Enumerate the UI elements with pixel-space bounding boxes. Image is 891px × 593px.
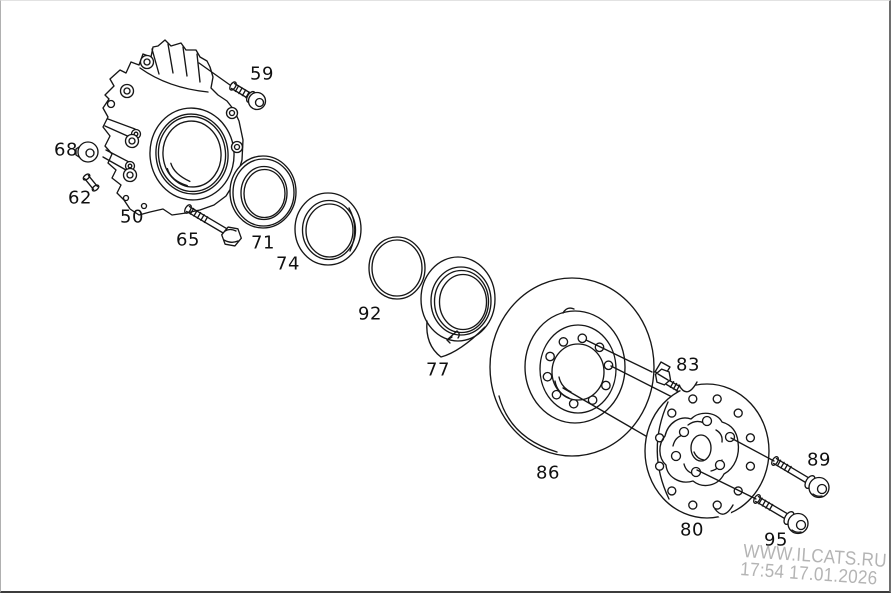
part-label-86: 86	[536, 462, 560, 484]
part-label-89: 89	[807, 449, 831, 471]
hub-80-drawing	[644, 380, 770, 519]
bolt-95-drawing	[753, 494, 809, 535]
seal-ring-71-drawing	[229, 155, 297, 229]
cap-77-drawing	[420, 256, 496, 358]
part-label-92: 92	[358, 303, 382, 325]
part-label-59: 59	[250, 63, 274, 85]
part-label-71: 71	[251, 232, 275, 254]
bolt-65-drawing	[184, 204, 242, 247]
part-label-77: 77	[426, 359, 450, 381]
pin-62-drawing	[82, 173, 100, 192]
part-label-62: 62	[68, 187, 92, 209]
leader-line-59	[198, 62, 231, 86]
o-ring-92-drawing	[368, 236, 426, 300]
bolt-89-drawing	[771, 456, 830, 499]
brake-disc-86-drawing	[489, 277, 655, 457]
housing-50-drawing	[102, 39, 244, 216]
part-label-68: 68	[54, 139, 78, 161]
part-label-50: 50	[120, 206, 144, 228]
bolt-59-drawing	[198, 62, 267, 111]
seal-ring-74-drawing	[294, 192, 362, 266]
part-label-74: 74	[276, 253, 300, 275]
nut-68-drawing	[75, 141, 99, 163]
part-label-80: 80	[680, 519, 704, 541]
part-label-65: 65	[176, 229, 200, 251]
part-label-83: 83	[676, 354, 700, 376]
hub-leader-lines	[696, 437, 775, 500]
part-label-95: 95	[764, 529, 788, 551]
